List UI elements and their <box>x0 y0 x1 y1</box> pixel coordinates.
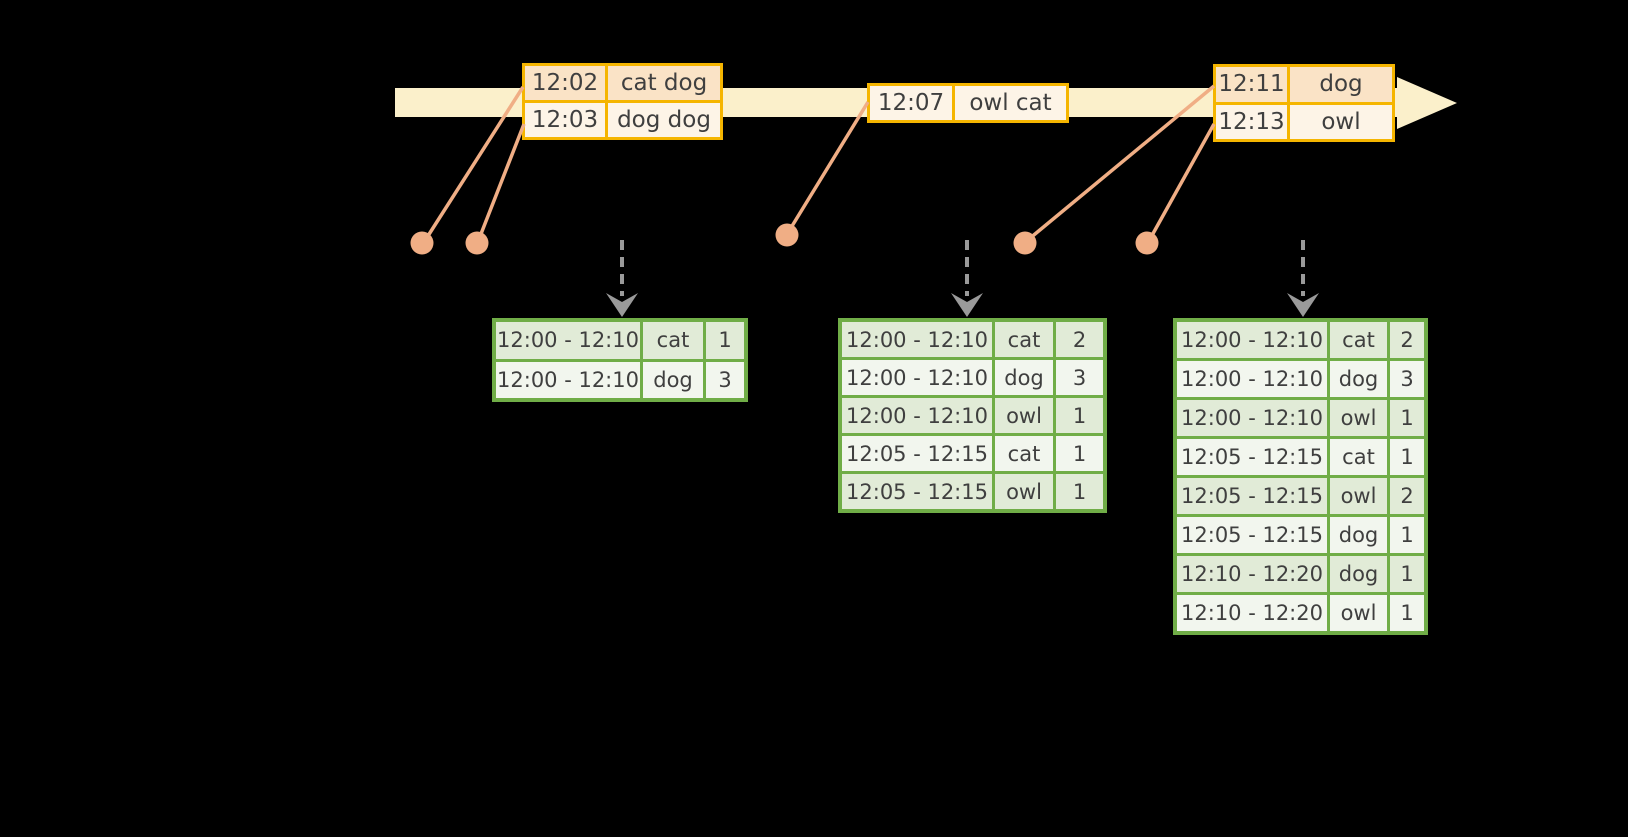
table-cell: 12:07 <box>870 86 952 120</box>
timeline-arrow-icon <box>1397 77 1457 129</box>
table-cell: 1 <box>1056 474 1103 509</box>
table-cell: 12:00 - 12:10 <box>1177 361 1327 397</box>
table-cell: owl <box>1330 478 1387 514</box>
table-cell: 12:05 - 12:15 <box>1177 439 1327 475</box>
table-cell: dog <box>1330 517 1387 553</box>
table-cell: 3 <box>706 361 744 398</box>
table-cell: owl cat <box>955 86 1066 120</box>
table-cell: 12:11 <box>1216 67 1287 102</box>
table-cell: 12:05 - 12:15 <box>1177 478 1327 514</box>
table-cell: 12:05 - 12:15 <box>1177 517 1327 553</box>
table-cell: 12:00 - 12:10 <box>842 360 992 395</box>
event-connector-line <box>1148 123 1216 240</box>
event-marker-icon <box>1013 231 1037 255</box>
table-cell: 12:02 <box>525 66 605 100</box>
table-cell: cat <box>643 322 703 359</box>
event-connector-line <box>477 123 526 240</box>
table-cell: cat <box>995 436 1053 471</box>
table-cell: 1 <box>1390 556 1424 592</box>
table-cell: 1 <box>1056 398 1103 433</box>
table-cell: 1 <box>1390 517 1424 553</box>
table-cell: 3 <box>1390 361 1424 397</box>
event-marker-icon <box>1135 231 1159 255</box>
event-marker-icon <box>465 231 489 255</box>
table-cell: 12:05 - 12:15 <box>842 474 992 509</box>
table-cell: owl <box>995 474 1053 509</box>
table-cell: dog <box>1330 361 1387 397</box>
table-cell: 1 <box>1390 595 1424 631</box>
event-marker-icon <box>775 223 799 247</box>
table-cell: cat <box>1330 322 1387 358</box>
table-cell: 3 <box>1056 360 1103 395</box>
table-cell: dog <box>1290 67 1392 102</box>
table-cell: dog <box>1330 556 1387 592</box>
table-cell: cat dog <box>608 66 720 100</box>
table-cell: cat <box>995 322 1053 357</box>
event-marker-icon <box>410 231 434 255</box>
table-cell: 12:00 - 12:10 <box>496 361 640 398</box>
table-cell: 2 <box>1390 478 1424 514</box>
table-cell: dog <box>995 360 1053 395</box>
table-cell: dog <box>643 361 703 398</box>
table-cell: owl <box>995 398 1053 433</box>
table-cell: owl <box>1330 595 1387 631</box>
table-cell: 2 <box>1390 322 1424 358</box>
table-cell: 12:00 - 12:10 <box>496 322 640 359</box>
table-cell: owl <box>1290 104 1392 139</box>
table-cell: 12:10 - 12:20 <box>1177 556 1327 592</box>
table-cell: 12:00 - 12:10 <box>1177 322 1327 358</box>
table-cell: 12:00 - 12:10 <box>1177 400 1327 436</box>
trigger-arrowhead-icon <box>1287 293 1319 317</box>
table-cell: 1 <box>706 322 744 359</box>
trigger-arrowhead-icon <box>606 293 638 317</box>
table-cell: 1 <box>1390 439 1424 475</box>
table-cell: dog dog <box>608 103 720 137</box>
table-cell: 12:03 <box>525 103 605 137</box>
table-cell: 12:13 <box>1216 104 1287 139</box>
table-cell: owl <box>1330 400 1387 436</box>
table-cell: 12:05 - 12:15 <box>842 436 992 471</box>
table-cell: 12:00 - 12:10 <box>842 322 992 357</box>
event-connector-line <box>787 101 870 232</box>
trigger-arrowhead-icon <box>951 293 983 317</box>
table-cell: cat <box>1330 439 1387 475</box>
table-cell: 12:10 - 12:20 <box>1177 595 1327 631</box>
table-cell: 2 <box>1056 322 1103 357</box>
table-cell: 12:00 - 12:10 <box>842 398 992 433</box>
table-cell: 1 <box>1390 400 1424 436</box>
table-cell: 1 <box>1056 436 1103 471</box>
